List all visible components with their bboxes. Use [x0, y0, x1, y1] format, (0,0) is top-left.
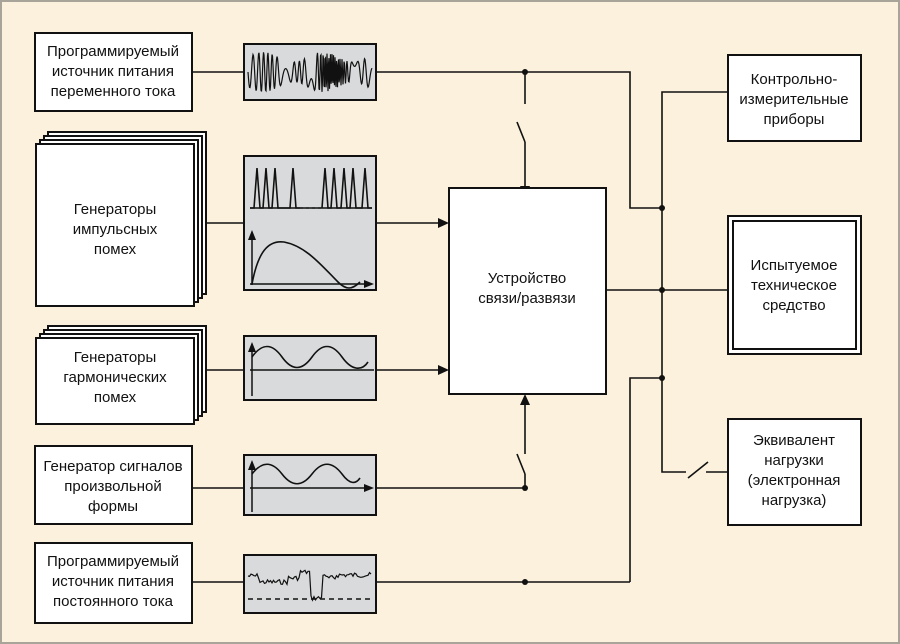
sine-waveform	[251, 463, 361, 485]
measuring-instruments-label-line1: Контрольно-	[751, 71, 838, 88]
dc-scope	[243, 554, 377, 614]
measuring-instruments-block: Контрольно- измерительные приборы	[727, 54, 862, 142]
pulse-generators-label-line3: помех	[94, 241, 137, 258]
ac-scope	[243, 43, 377, 101]
measuring-instruments-label-line3: приборы	[764, 111, 825, 128]
ac-source-label-line1: Программируемый	[47, 43, 179, 60]
load-equivalent-block: Эквивалент нагрузки (электронная нагрузк…	[727, 418, 862, 526]
dc-source-label-line2: источник питания	[52, 573, 174, 590]
dc-source-block: Программируемый источник питания постоян…	[34, 542, 193, 624]
harmonic-generators-label-line1: Генераторы	[74, 349, 157, 366]
pulse-train-waveform	[250, 167, 372, 209]
ac-source-label-line3: переменного тока	[51, 83, 176, 100]
dc-source-label-line1: Программируемый	[47, 553, 179, 570]
dc-fluctuation-waveform	[247, 569, 372, 602]
connection-wires	[192, 71, 728, 583]
ac-source-block: Программируемый источник питания перемен…	[34, 32, 193, 112]
sine-waveform	[251, 345, 369, 369]
surge-waveform	[251, 241, 361, 289]
arbitrary-generator-label-line2: произвольной	[64, 478, 161, 495]
eut-label-line3: средство	[762, 297, 825, 314]
coupling-device-label-line1: Устройство	[488, 270, 566, 287]
load-equivalent-label-line4: нагрузка)	[762, 492, 827, 509]
coupling-device-block: Устройство связи/развязи	[448, 187, 607, 395]
load-equivalent-label-line3: (электронная	[748, 472, 841, 489]
arbitrary-generator-label-line3: формы	[88, 498, 138, 515]
eut-label-line2: техническое	[751, 277, 837, 294]
pulse-generators-label-line2: импульсных	[73, 221, 158, 238]
measuring-instruments-label-line2: измерительные	[739, 91, 848, 108]
arbitrary-generator-block: Генератор сигналов произвольной формы	[34, 445, 193, 525]
dc-source-label-line3: постоянного тока	[53, 593, 174, 610]
arrow-right-icon	[438, 365, 449, 375]
pulse-scope	[243, 155, 377, 291]
load-equivalent-label-line2: нагрузки	[764, 452, 824, 469]
harmonic-generators-label-line2: гармонических	[63, 369, 167, 386]
harmonic-scope	[243, 335, 377, 401]
arrow-up-icon	[520, 394, 530, 405]
coupling-device-label-line2: связи/развязи	[478, 290, 575, 307]
junction-dots	[522, 69, 665, 585]
arrow-right-icon	[438, 218, 449, 228]
harmonic-generators-label-line3: помех	[94, 389, 137, 406]
ac-source-label-line2: источник питания	[52, 63, 174, 80]
arbitrary-scope	[243, 454, 377, 516]
ac-burst-waveform	[247, 52, 373, 93]
equipment-under-test-block: Испытуемое техническое средство	[727, 215, 862, 355]
pulse-generators-label-line1: Генераторы	[74, 201, 157, 218]
arbitrary-generator-label-line1: Генератор сигналов	[43, 458, 182, 475]
eut-label-line1: Испытуемое	[751, 257, 838, 274]
pulse-generators-block: Генераторы импульсных помех	[35, 131, 207, 307]
load-equivalent-label-line1: Эквивалент	[753, 432, 835, 449]
harmonic-generators-block: Генераторы гармонических помех	[35, 325, 207, 425]
